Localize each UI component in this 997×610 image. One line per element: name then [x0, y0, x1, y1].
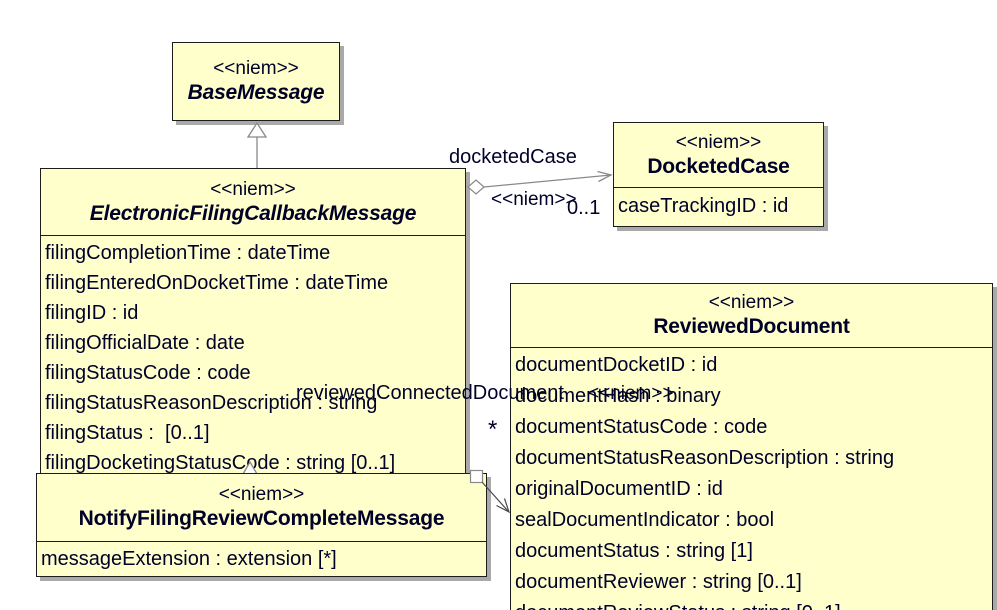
- stereotype-label: <<niem>>: [708, 292, 795, 313]
- class-name: ReviewedDocument: [653, 315, 850, 338]
- attribute: documentStatusCode : code: [515, 416, 768, 438]
- class-name: NotifyFilingReviewCompleteMessage: [78, 507, 445, 530]
- attribute: messageExtension : extension [*]: [41, 548, 337, 570]
- stereotype-label: <<niem>>: [210, 178, 296, 200]
- attribute: filingStatus : [0..1]: [45, 422, 210, 444]
- association-stereotype-label: <<niem>>: [491, 189, 577, 210]
- generalization-efcm-to-basemessage[interactable]: [246, 121, 268, 168]
- attribute: filingEnteredOnDocketTime : dateTime: [45, 272, 389, 294]
- class-docketedcase[interactable]: <<niem>> DocketedCase caseTrackingID : i…: [613, 122, 824, 227]
- class-header: <<niem>> NotifyFilingReviewCompleteMessa…: [37, 474, 486, 541]
- class-basemessage[interactable]: <<niem>> BaseMessage: [172, 42, 340, 121]
- open-arrowhead-icon: [597, 170, 613, 183]
- attribute: filingOfficialDate : date: [45, 332, 245, 354]
- attribute: originalDocumentID : id: [515, 478, 723, 500]
- stereotype-label: <<niem>>: [675, 131, 762, 153]
- attribute: documentReviewStatus : string [0..1]: [515, 598, 992, 610]
- attribute: documentReviewer : string [0..1]: [515, 571, 802, 593]
- association-name-label[interactable]: reviewedConnectedDocument: [296, 382, 564, 404]
- class-name: DocketedCase: [647, 154, 790, 178]
- stereotype-label: <<niem>>: [218, 484, 305, 505]
- attribute: caseTrackingID : id: [618, 195, 789, 217]
- association-line: [483, 174, 612, 188]
- attribute: documentDocketID : id: [515, 354, 718, 376]
- class-notifyfilingreviewcompletemessage[interactable]: <<niem>> NotifyFilingReviewCompleteMessa…: [36, 473, 487, 577]
- class-header: <<niem>> ElectronicFilingCallbackMessage: [41, 169, 465, 235]
- class-header: <<niem>> ReviewedDocument: [511, 284, 992, 347]
- attribute: documentHash : binary: [515, 385, 721, 407]
- association-multiplicity-label: *: [488, 416, 498, 443]
- association-stereotype-label: <<niem>>: [588, 383, 674, 404]
- attribute-compartment: messageExtension : extension [*]: [37, 541, 486, 575]
- attribute: filingID : id: [45, 302, 139, 324]
- attribute: filingStatusCode : code: [45, 362, 251, 384]
- attribute: documentStatusReasonDescription : string: [515, 447, 895, 469]
- attribute: documentStatus : string [1]: [515, 540, 753, 562]
- association-multiplicity-label: 0..1: [567, 197, 601, 219]
- generalization-arrowhead: [246, 121, 268, 138]
- class-name: BaseMessage: [187, 81, 325, 104]
- stereotype-label: <<niem>>: [213, 58, 299, 79]
- class-revieweddocument[interactable]: <<niem>> ReviewedDocument documentDocket…: [510, 283, 993, 610]
- attribute: filingDocketingStatusCode : string [0..1…: [45, 452, 396, 474]
- attribute: sealDocumentIndicator : bool: [515, 509, 775, 531]
- aggregation-diamond-icon: [467, 179, 485, 195]
- class-header: <<niem>> BaseMessage: [173, 43, 339, 120]
- attribute-compartment: documentDocketID : id documentHash : bin…: [511, 347, 992, 610]
- class-name: ElectronicFilingCallbackMessage: [89, 201, 417, 225]
- class-electronicfilingcallbackmessage[interactable]: <<niem>> ElectronicFilingCallbackMessage…: [40, 168, 466, 479]
- attribute: filingCompletionTime : dateTime: [45, 242, 331, 264]
- open-arrowhead-icon: [496, 498, 511, 514]
- attribute-compartment: caseTrackingID : id: [614, 187, 823, 222]
- association-name-label[interactable]: docketedCase: [449, 146, 577, 168]
- class-header: <<niem>> DocketedCase: [614, 123, 823, 187]
- attribute-compartment: filingCompletionTime : dateTime filingEn…: [41, 235, 465, 478]
- attribute: filingStatusReasonDescription : string: [45, 392, 378, 414]
